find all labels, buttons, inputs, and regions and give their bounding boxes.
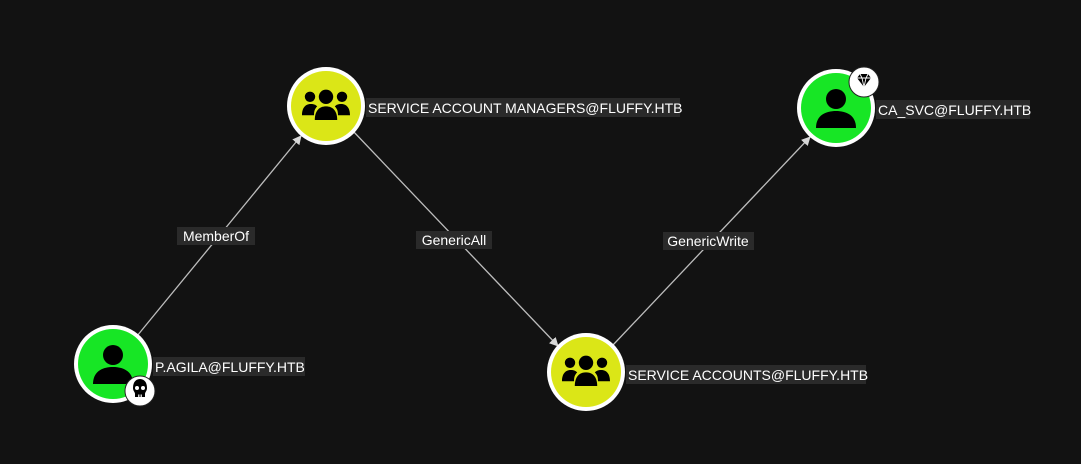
- node-service-accounts[interactable]: SERVICE ACCOUNTS@FLUFFY.HTB: [547, 333, 868, 411]
- edge-generic-all[interactable]: GenericAll: [351, 129, 559, 347]
- edge-label-generic-write[interactable]: GenericWrite: [667, 233, 749, 249]
- node-label-p-agila[interactable]: P.AGILA@FLUFFY.HTB: [155, 359, 305, 375]
- node-p-agila[interactable]: P.AGILA@FLUFFY.HTB: [74, 325, 305, 407]
- edge-label-generic-all[interactable]: GenericAll: [422, 232, 487, 248]
- diamond-icon: [848, 66, 880, 98]
- node-label-ca-svc[interactable]: CA_SVC@FLUFFY.HTB: [878, 102, 1031, 118]
- edge-member-of[interactable]: MemberOf: [136, 135, 302, 337]
- node-label-service-account-managers[interactable]: SERVICE ACCOUNT MANAGERS@FLUFFY.HTB: [368, 100, 683, 116]
- node-label-bg: [876, 100, 1030, 119]
- group-node-circle[interactable]: [551, 337, 621, 407]
- node-ca-svc[interactable]: CA_SVC@FLUFFY.HTB: [797, 66, 1031, 147]
- edge-label-bg: [663, 232, 754, 250]
- node-label-bg: [153, 357, 305, 376]
- skull-icon: [124, 375, 156, 407]
- node-service-account-managers[interactable]: SERVICE ACCOUNT MANAGERS@FLUFFY.HTB: [287, 67, 683, 145]
- edge-label-bg: [177, 227, 255, 245]
- node-label-bg: [366, 98, 680, 117]
- edge-label-bg: [416, 231, 492, 249]
- node-label-bg: [626, 365, 866, 384]
- edge-label-member-of[interactable]: MemberOf: [183, 228, 249, 244]
- group-node-circle[interactable]: [291, 71, 361, 141]
- edge-generic-write[interactable]: GenericWrite: [612, 136, 811, 346]
- node-label-service-accounts[interactable]: SERVICE ACCOUNTS@FLUFFY.HTB: [628, 367, 868, 383]
